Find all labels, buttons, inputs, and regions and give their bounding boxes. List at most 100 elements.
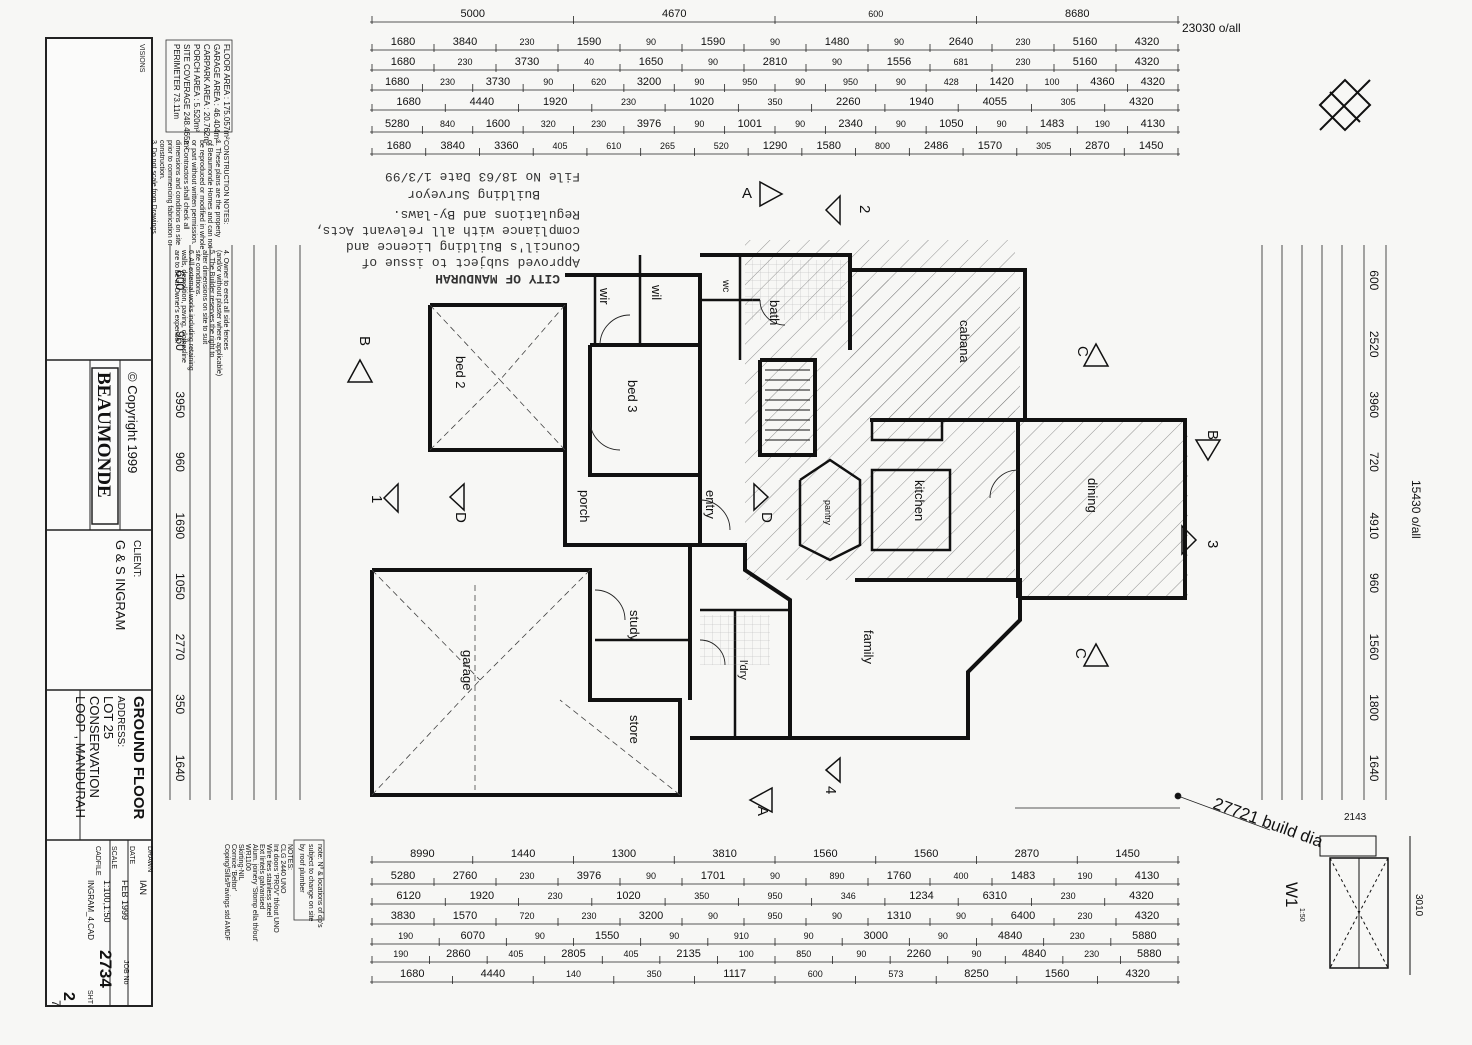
bottom-dim-row3-10: 4320 xyxy=(1129,890,1153,902)
room-label-dining: dining xyxy=(1085,478,1100,513)
room-label-wir: wir xyxy=(597,287,612,305)
top-dim-row6-7: 1001 xyxy=(738,118,762,130)
overall-depth: 15430 o/all xyxy=(1409,480,1423,539)
right-dim-1: 2520 xyxy=(1367,331,1381,358)
section-mark-a-bottom: A xyxy=(754,806,771,816)
top-dim-row2-10: 230 xyxy=(1015,37,1030,47)
finish-notes-line: Wire ties stainless steel xyxy=(265,844,272,918)
left-dim-1: 960 xyxy=(173,331,187,351)
top-dim-row7-6: 520 xyxy=(714,141,729,151)
room-label-family: family xyxy=(861,630,876,664)
bottom-dim-row7-0: 1680 xyxy=(400,968,424,980)
north-arrow-icon xyxy=(1318,78,1372,132)
top-dim-row3-11: 5160 xyxy=(1073,56,1097,68)
bottom-dim-row5-2: 90 xyxy=(535,931,545,941)
roof-lines xyxy=(371,304,681,796)
top-dim-row4-3: 90 xyxy=(543,77,553,87)
client-name: G & S INGRAM xyxy=(113,540,128,630)
top-dim-row7-0: 1680 xyxy=(387,140,411,152)
construction-notes-line: 1. These plans are the property xyxy=(214,140,221,238)
bottom-dim-row1-3: 3810 xyxy=(712,848,736,860)
bottom-dim-row2-3: 3976 xyxy=(577,870,601,882)
bottom-dim-row5-10: 230 xyxy=(1070,931,1085,941)
interior-walls xyxy=(593,255,952,738)
construction-notes-line: or part without written permission. xyxy=(190,140,197,245)
top-dim-row5-9: 305 xyxy=(1061,97,1076,107)
top-dim-row4-0: 1680 xyxy=(385,76,409,88)
bottom-dim-row5-6: 90 xyxy=(804,931,814,941)
bottom-dim-row1-4: 1560 xyxy=(813,848,837,860)
top-dim-row5-0: 1680 xyxy=(396,96,420,108)
left-dim-8: 1640 xyxy=(173,755,187,782)
finish-notes-line: Int doors 'PROV' th/out UNO xyxy=(272,844,279,933)
top-dim-row1-0: 5000 xyxy=(461,8,485,20)
top-dim-row4-6: 90 xyxy=(694,77,704,87)
top-dim-row4-5: 3200 xyxy=(637,76,661,88)
stamp-line4: compliance with all relevant Acts, xyxy=(315,223,580,238)
bottom-dim-row7-5: 600 xyxy=(808,969,823,979)
top-dim-row1-1: 4670 xyxy=(662,8,686,20)
bottom-dim-row4-1: 1570 xyxy=(453,910,477,922)
right-dim-4: 4910 xyxy=(1367,513,1381,540)
construction-notes-line: dimensions and conditions on site xyxy=(174,140,181,245)
bottom-dim-row5-5: 910 xyxy=(734,931,749,941)
right-dim-6: 1560 xyxy=(1367,634,1381,661)
room-label-wil: wil xyxy=(649,284,664,300)
section-mark-c-top: C xyxy=(1074,346,1091,357)
job-label: JOB No xyxy=(122,960,129,985)
section-markers: A A B B C C 1 2 3 4 D D xyxy=(346,180,1222,816)
top-dim-row2-4: 90 xyxy=(646,37,656,47)
owner-notes-line: walls, demolition, paving, clothesline xyxy=(180,249,187,363)
stamp-line3: Council's Building Licence and xyxy=(346,239,580,254)
section-arrow-a-bottom xyxy=(748,786,773,814)
section-arrow-c-top xyxy=(1082,342,1110,367)
room-label-ldry: l'dry xyxy=(737,660,749,680)
bottom-dim-row6-6: 100 xyxy=(739,949,754,959)
top-dim-row6-9: 2340 xyxy=(838,118,862,130)
w1-label: W1 xyxy=(1282,882,1301,908)
sheet-number: 2 xyxy=(60,992,77,1001)
left-dim-2: 3950 xyxy=(173,391,187,418)
top-dim-row6-2: 1600 xyxy=(486,118,510,130)
drawn-by: IAN xyxy=(138,880,148,895)
bottom-dimension-ticks xyxy=(371,856,1179,984)
room-label-bed3: bed 3 xyxy=(625,380,640,413)
drawing-title: GROUND FLOOR xyxy=(130,696,147,819)
bottom-dim-row2-11: 190 xyxy=(1077,871,1092,881)
top-dim-row6-3: 320 xyxy=(541,119,556,129)
top-dim-row1-3: 8680 xyxy=(1065,8,1089,20)
bottom-dim-row3-4: 350 xyxy=(694,891,709,901)
approval-stamp: CITY OF MANDURAH Approved subject to iss… xyxy=(315,169,580,286)
bottom-dim-row3-8: 6310 xyxy=(983,890,1007,902)
top-dim-row2-3: 1590 xyxy=(577,36,601,48)
owner-notes-line: 4. Owner to erect all side fences xyxy=(222,250,229,350)
room-label-cabana: cabana xyxy=(957,320,972,363)
section-arrow-4 xyxy=(824,756,841,784)
left-dim-7: 350 xyxy=(173,694,187,714)
construction-notes-line: 3. Do not scale from Drawings. xyxy=(150,140,157,236)
section-arrow-d-right xyxy=(753,482,770,512)
section-arrow-2 xyxy=(824,194,841,226)
top-dim-row5-10: 4320 xyxy=(1129,96,1153,108)
top-dim-row7-7: 1290 xyxy=(763,140,787,152)
bottom-dim-row5-3: 1550 xyxy=(595,930,619,942)
top-dim-row3-4: 1650 xyxy=(639,56,663,68)
top-dim-row4-10: 90 xyxy=(896,77,906,87)
top-dim-row6-4: 230 xyxy=(591,119,606,129)
top-dim-row2-5: 1590 xyxy=(701,36,725,48)
top-dim-row5-2: 1920 xyxy=(543,96,567,108)
top-dim-row4-1: 230 xyxy=(440,77,455,87)
room-label-study: study xyxy=(627,610,642,642)
address-line3: LOOP , MANDURAH xyxy=(73,696,88,818)
bottom-dim-row4-2: 720 xyxy=(519,911,534,921)
top-dim-row7-2: 3360 xyxy=(494,140,518,152)
garage-area: GARAGE AREA : 46.404m² xyxy=(212,44,221,142)
section-mark-3: 3 xyxy=(1204,540,1221,548)
section-mark-d-right: D xyxy=(758,512,775,523)
sheet-of: 7 xyxy=(49,1000,63,1007)
top-dim-row7-13: 2870 xyxy=(1085,140,1109,152)
section-mark-4: 4 xyxy=(822,786,839,794)
